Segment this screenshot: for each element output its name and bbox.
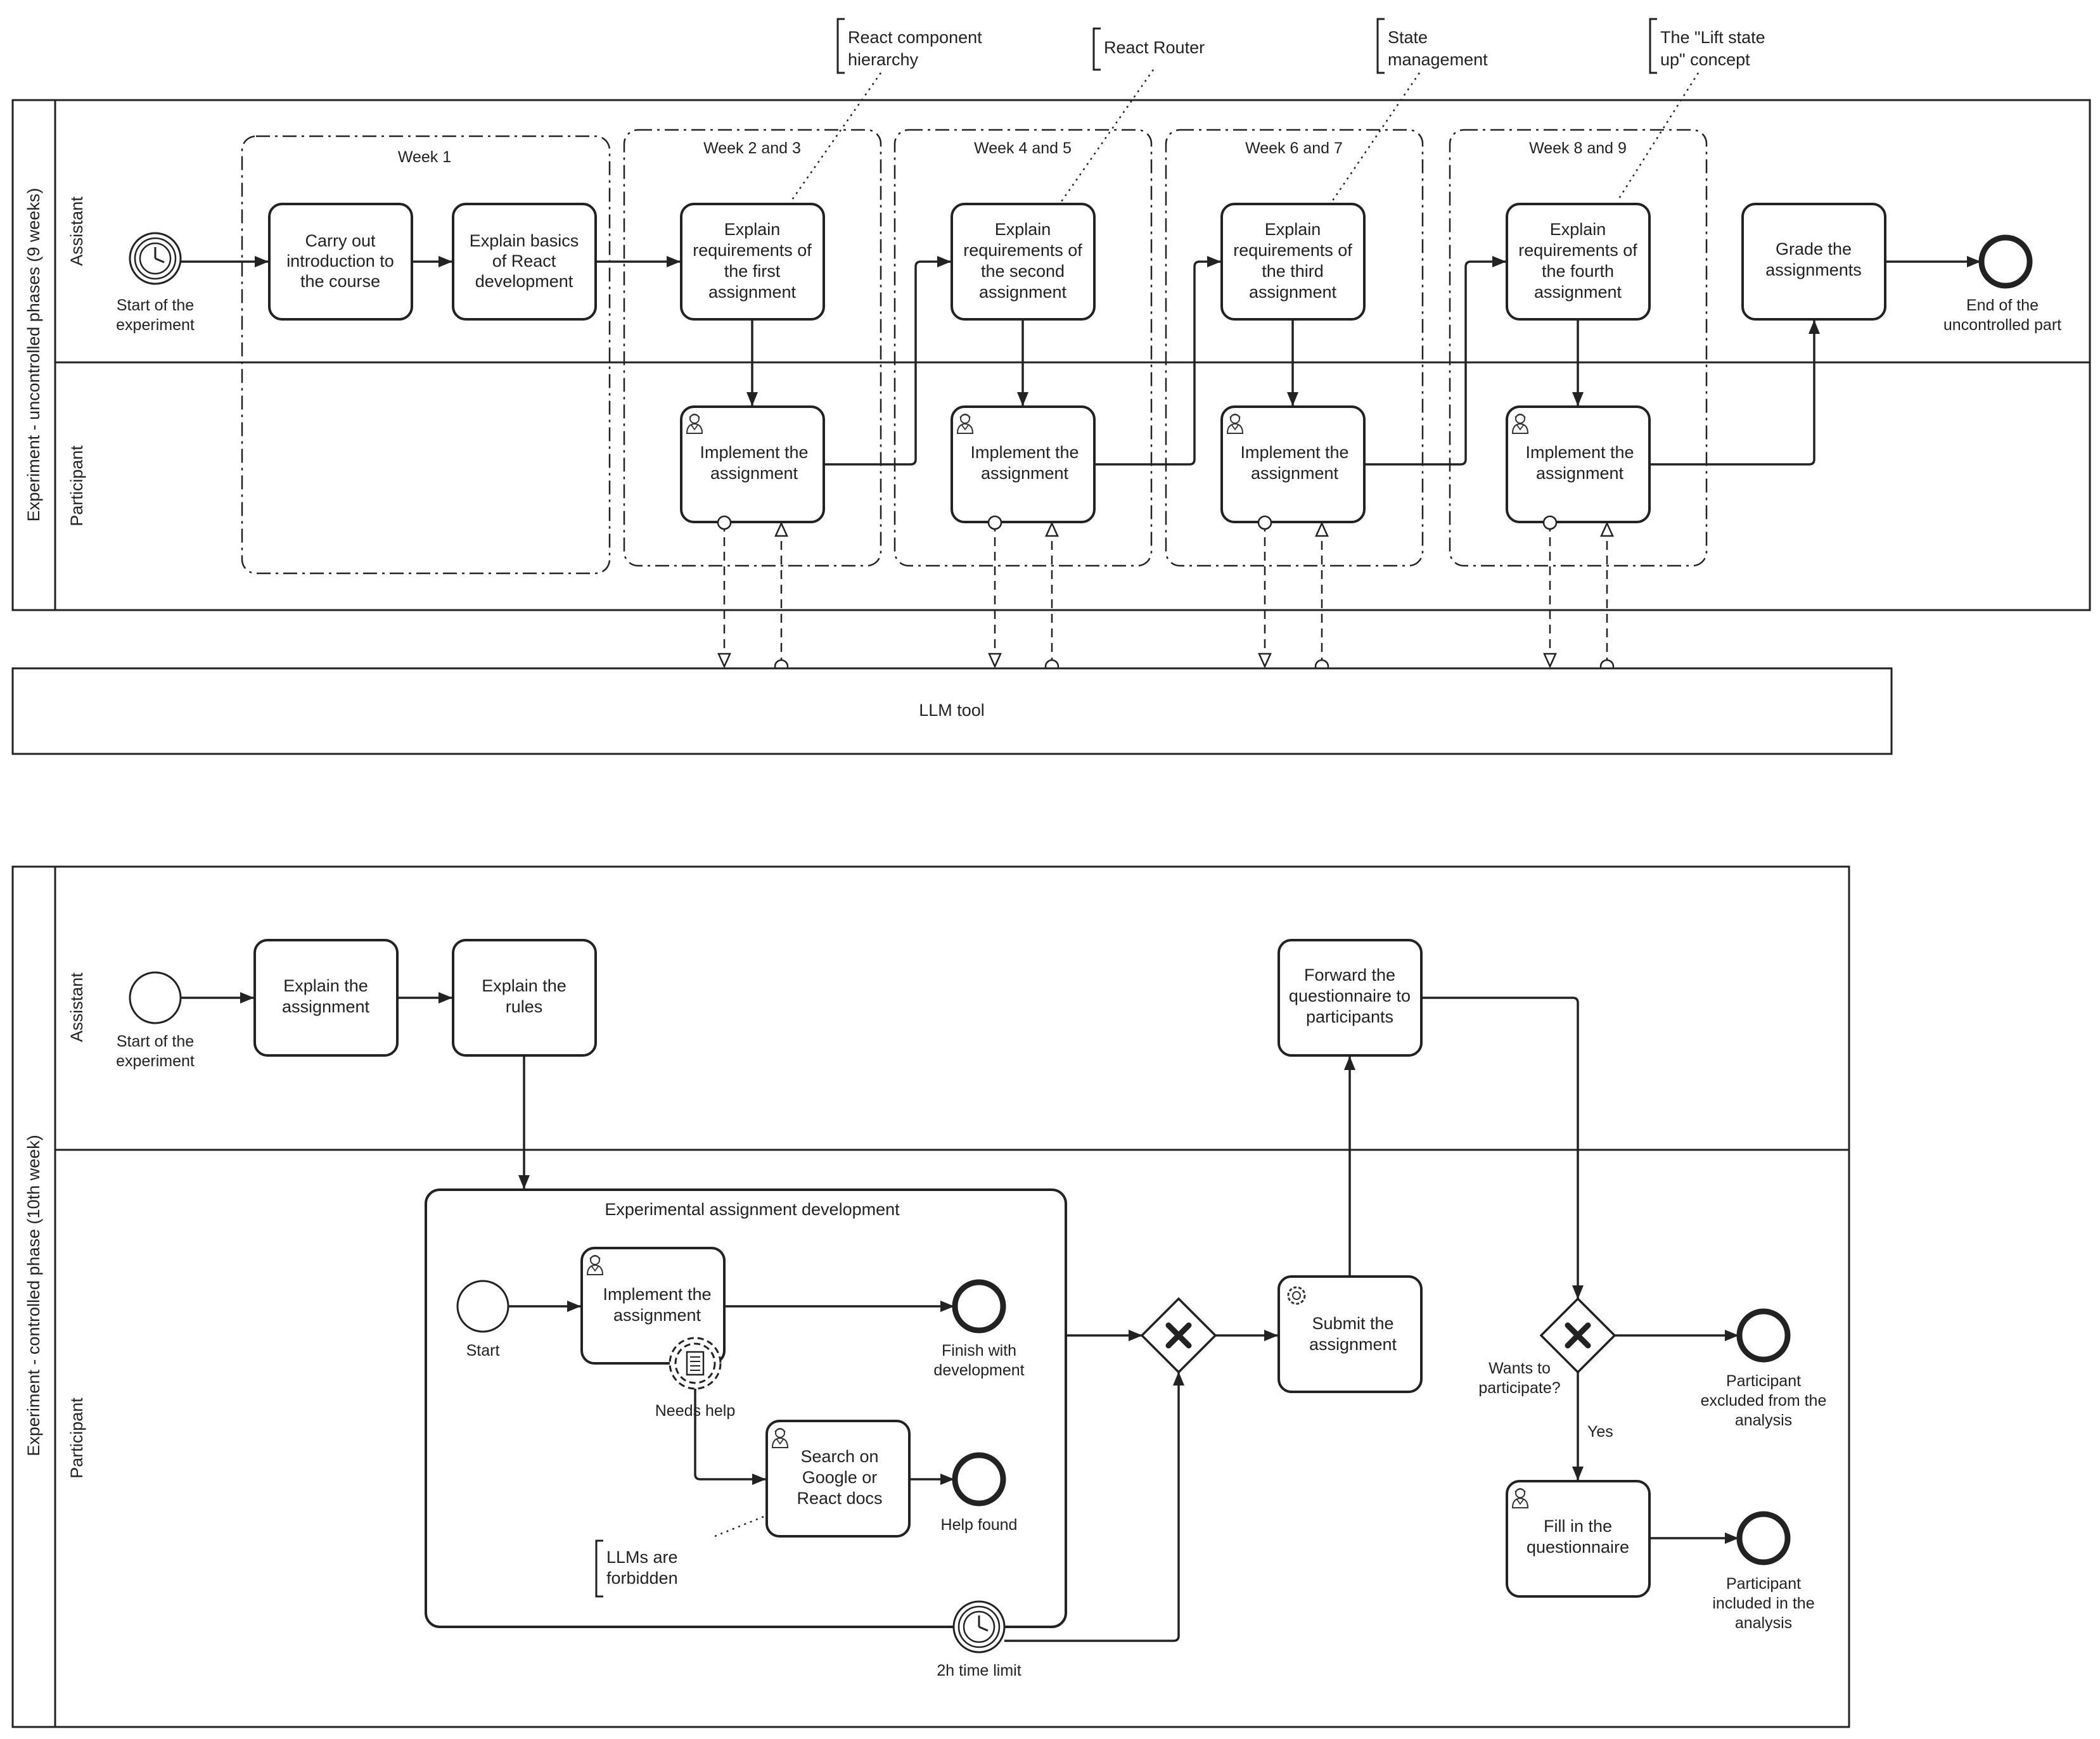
included-end-event[interactable] [1736,1511,1791,1565]
top-lane-participant-label: Participant [67,445,86,526]
time-limit-label: 2h time limit [937,1662,1021,1679]
needs-help-boundary-event[interactable] [669,1337,722,1390]
help-found-end-event[interactable] [952,1452,1006,1506]
gear-icon [1287,1286,1306,1305]
bottom-sequence-flows [181,992,1739,1642]
bottom-lane-assistant-label: Assistant [67,972,86,1042]
clock-icon [139,242,172,275]
group-week89-label: Week 8 and 9 [1529,139,1627,157]
week-groups: Week 1 Week 2 and 3 Week 4 and 5 Week 6 … [241,129,1708,575]
participate-gateway[interactable] [1539,1297,1617,1374]
subprocess-start-event[interactable] [456,1280,509,1333]
annotation-router: React Router [1104,38,1205,57]
top-start-event[interactable] [129,232,182,285]
subprocess-title: Experimental assignment development [605,1200,900,1219]
document-icon [686,1351,705,1376]
top-lane-assistant-label: Assistant [67,196,86,266]
group-week1-label: Week 1 [398,148,451,166]
bottom-lane-participant-label: Participant [67,1398,86,1479]
top-pool-title: Experiment - uncontrolled phases (9 week… [24,188,43,522]
merge-gateway[interactable] [1140,1297,1217,1374]
group-week89 [1449,129,1708,567]
group-week67 [1165,129,1424,567]
help-found-label: Help found [941,1516,1018,1534]
bottom-pool-title: Experiment - controlled phase (10th week… [24,1135,43,1456]
group-week45-label: Week 4 and 5 [974,139,1072,157]
group-week67-label: Week 6 and 7 [1245,139,1343,157]
top-end-event[interactable] [1978,234,2033,289]
llm-tool-label: LLM tool [919,701,985,720]
timer-boundary-event[interactable] [952,1600,1006,1653]
subprocess-experimental-development[interactable]: Experimental assignment development [425,1188,1067,1628]
bottom-start-event[interactable] [129,971,182,1024]
excluded-end-event[interactable] [1736,1308,1791,1363]
group-week1 [241,135,611,575]
yes-label: Yes [1587,1423,1613,1441]
clock-icon [963,1610,996,1643]
top-sequence-flows [181,256,1981,466]
subprocess-start-label: Start [466,1342,500,1360]
group-week45 [893,129,1153,567]
llm-tool-pool[interactable]: LLM tool [11,667,1893,755]
group-week23 [623,129,882,567]
group-week23-label: Week 2 and 3 [703,139,801,157]
finish-development-end-event[interactable] [952,1279,1006,1334]
message-flows [724,523,1607,666]
